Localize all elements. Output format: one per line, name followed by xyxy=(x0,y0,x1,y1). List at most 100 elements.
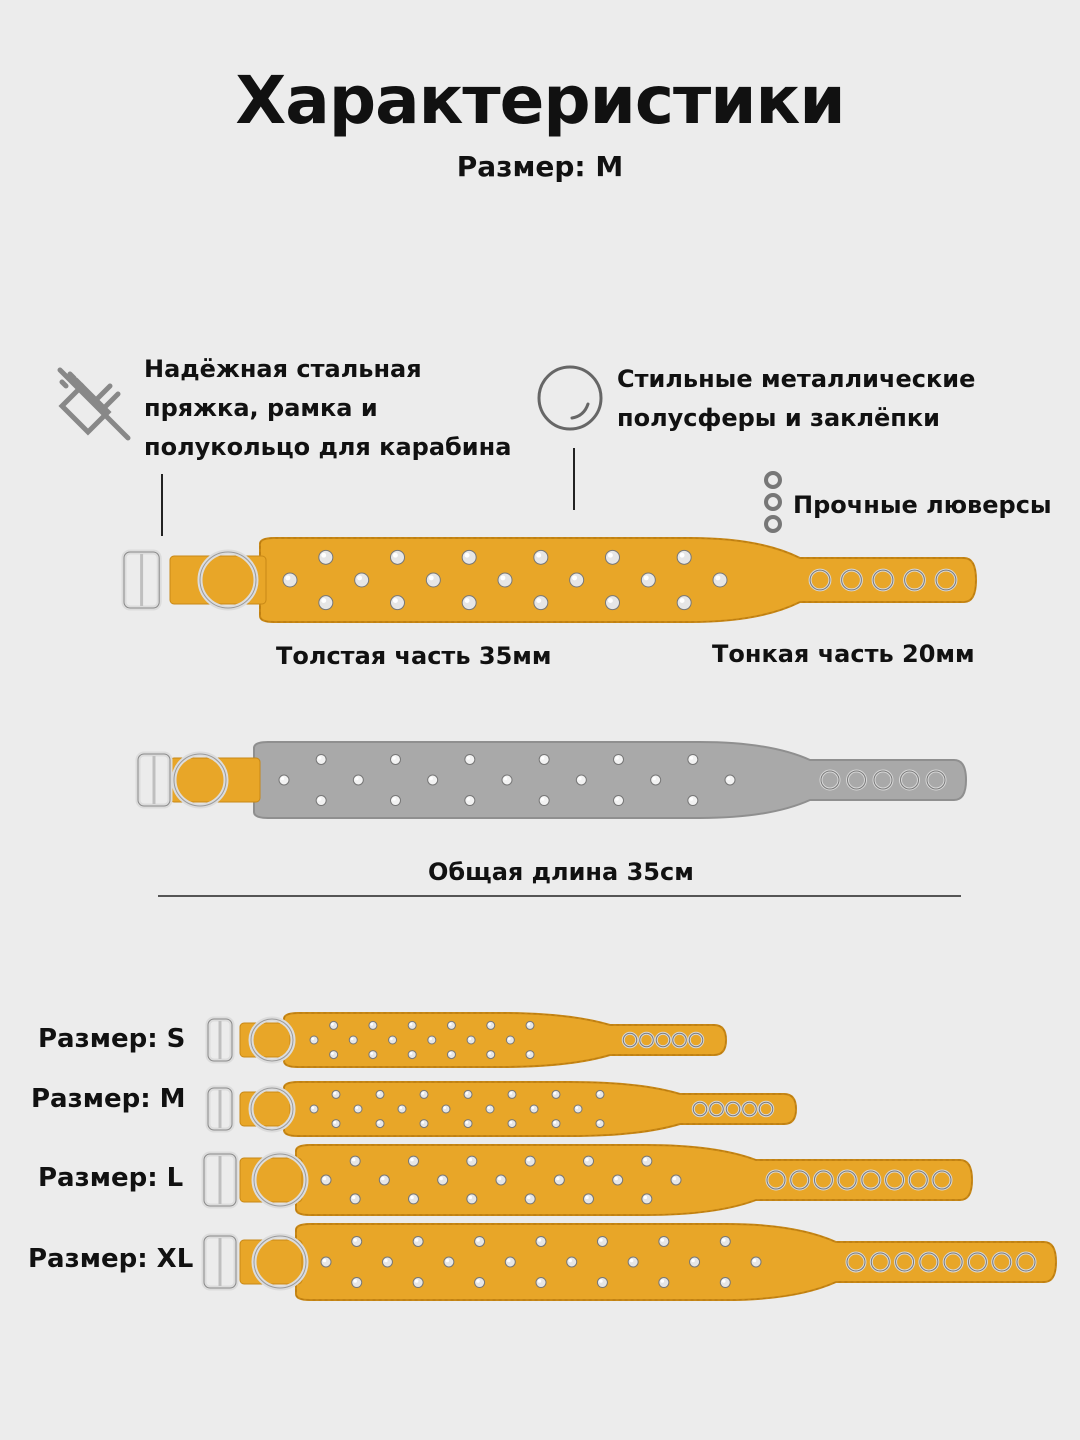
stud xyxy=(348,1035,358,1045)
grommet-edge xyxy=(692,1101,708,1117)
stud xyxy=(278,774,290,786)
stud-highlight xyxy=(652,776,656,781)
stud-highlight xyxy=(531,1106,535,1110)
stud xyxy=(351,1277,363,1289)
stud xyxy=(425,572,441,588)
grommet-edge xyxy=(1016,1252,1036,1272)
grommet-edge xyxy=(873,770,893,790)
stud-highlight xyxy=(392,552,398,558)
stud xyxy=(320,1174,332,1186)
stud xyxy=(318,549,334,565)
stud xyxy=(419,1119,429,1129)
collar-strap xyxy=(295,1223,1058,1301)
stud xyxy=(397,1104,407,1114)
stud-highlight xyxy=(643,1195,648,1200)
grommet-edge xyxy=(846,1252,866,1272)
thick-part-label: Толстая часть 35мм xyxy=(276,642,552,670)
stud-highlight xyxy=(351,1195,356,1200)
stud xyxy=(501,774,513,786)
stud-highlight xyxy=(476,1279,480,1283)
stud xyxy=(750,1256,762,1268)
stud xyxy=(595,1119,605,1129)
stud-highlight xyxy=(439,1176,443,1181)
stud xyxy=(573,1104,583,1114)
grommet-edge xyxy=(919,1252,939,1272)
stud xyxy=(407,1050,417,1060)
stud xyxy=(583,1193,594,1205)
stud xyxy=(368,1050,378,1060)
stud-highlight xyxy=(331,1051,334,1055)
stud xyxy=(419,1089,429,1099)
collar-size-xl xyxy=(196,1220,1060,1304)
stud-highlight xyxy=(509,1120,513,1124)
stud xyxy=(719,1235,731,1247)
stud-highlight xyxy=(414,1238,419,1242)
stud xyxy=(495,1174,507,1186)
stud-highlight xyxy=(689,797,694,801)
stud xyxy=(486,1050,496,1060)
stud xyxy=(463,1119,473,1129)
grommet-edge xyxy=(655,1032,671,1048)
stud xyxy=(368,1020,378,1030)
stud-highlight xyxy=(526,1195,531,1200)
stud xyxy=(538,753,550,765)
page-subtitle: Размер: M xyxy=(456,150,624,183)
collar-strap xyxy=(295,1144,974,1216)
stud xyxy=(441,1104,451,1114)
stud-highlight xyxy=(660,1238,665,1242)
stud-highlight xyxy=(389,1037,393,1041)
stud-highlight xyxy=(333,1091,337,1095)
stud-highlight xyxy=(487,1106,491,1110)
d-ring-edge xyxy=(173,753,227,807)
stud-highlight xyxy=(536,552,542,558)
stud-highlight xyxy=(331,1022,334,1026)
stud-highlight xyxy=(726,776,731,781)
collar-strap xyxy=(253,741,968,819)
grommet-edge xyxy=(900,770,919,790)
stud xyxy=(535,1235,547,1247)
stud xyxy=(463,1089,473,1099)
stud-highlight xyxy=(578,776,582,781)
grommet-edge xyxy=(837,1170,857,1190)
collar-main-image xyxy=(110,530,980,630)
stud-highlight xyxy=(409,1022,413,1026)
stud xyxy=(712,572,728,588)
stud xyxy=(474,1235,486,1247)
collar-tab xyxy=(239,1239,303,1285)
grommet-edge xyxy=(992,1252,1012,1272)
stud xyxy=(525,1020,535,1030)
stud-highlight xyxy=(679,598,685,604)
grommet-edge xyxy=(639,1032,654,1048)
section-divider xyxy=(158,895,961,897)
stud-highlight xyxy=(585,1195,589,1200)
stud xyxy=(461,549,477,565)
d-ring-edge xyxy=(253,1235,307,1289)
stud xyxy=(315,795,327,807)
collar-tab xyxy=(239,1091,291,1127)
buckle-frame-edge xyxy=(203,1153,237,1207)
stud xyxy=(315,753,327,765)
stud-highlight xyxy=(607,598,613,604)
grommet-edge xyxy=(766,1170,786,1190)
stud-highlight xyxy=(615,797,619,801)
grommet-edge xyxy=(895,1252,915,1272)
collar-tab xyxy=(169,757,261,803)
grommet-edge xyxy=(935,569,957,591)
grommet-edge xyxy=(725,1101,741,1117)
stud xyxy=(375,1089,385,1099)
page-title: Характеристики xyxy=(235,62,845,139)
stud-highlight xyxy=(465,1091,469,1095)
d-ring-edge xyxy=(199,551,257,609)
stud-highlight xyxy=(752,1258,757,1263)
stud-highlight xyxy=(597,1120,601,1124)
collar-size-m xyxy=(200,1076,800,1142)
stud-highlight xyxy=(526,1157,531,1162)
stud xyxy=(461,595,477,611)
stud xyxy=(687,753,699,765)
stud xyxy=(349,1193,361,1205)
stud-highlight xyxy=(599,1238,603,1242)
d-ring-edge xyxy=(250,1018,294,1062)
stud-highlight xyxy=(509,1091,513,1095)
stud xyxy=(724,774,736,786)
collar-stitching xyxy=(283,1081,797,1137)
